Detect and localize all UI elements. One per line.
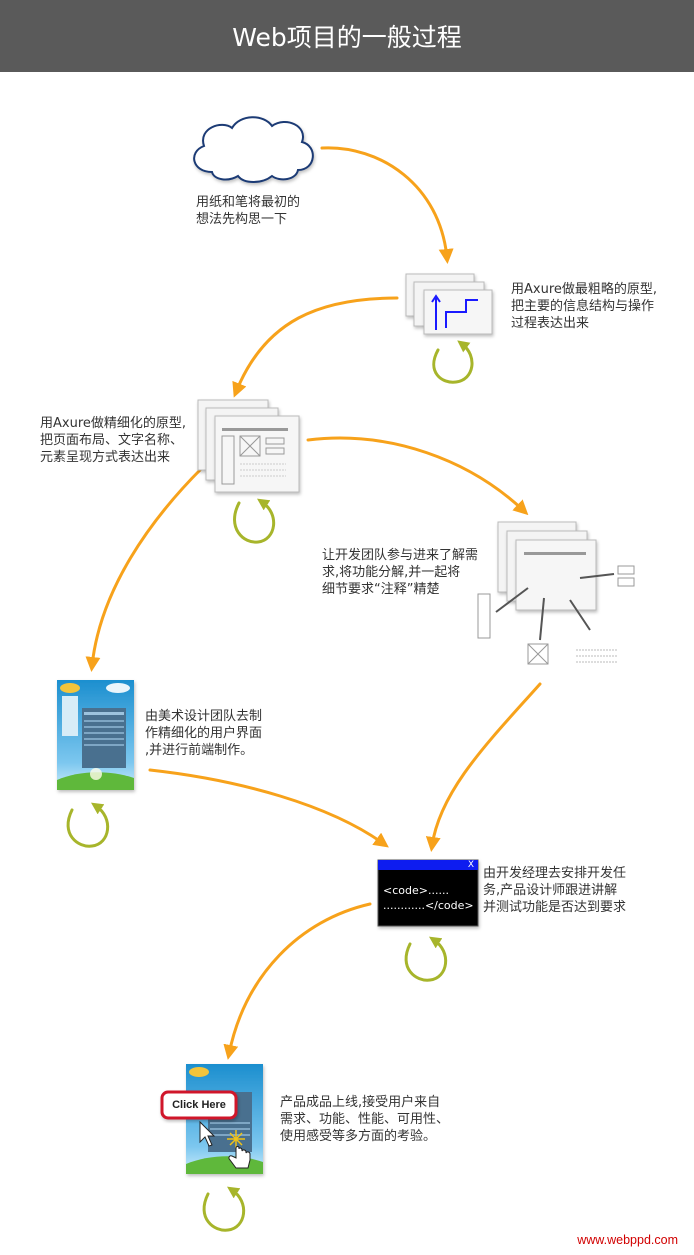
footer-url[interactable]: www.webppd.com (577, 1233, 678, 1247)
hand-cursor-icon (228, 1146, 251, 1169)
arrow-design-to-dev (148, 768, 389, 848)
loop-fine (233, 498, 276, 544)
sparkle-icon (227, 1130, 245, 1148)
step-sketch-text: 用纸和笔将最初的 想法先构思一下 (196, 195, 301, 227)
arrow-annotation-to-dev (425, 682, 542, 852)
code-line-1: <code>...... (383, 884, 449, 897)
arrow-fine-to-annotation (306, 436, 529, 516)
code-line-2: ............</code> (383, 899, 474, 912)
wireframe-layout-icon (197, 399, 300, 493)
arrow-rough-to-fine (232, 296, 399, 398)
code-window-close-icon: X (467, 860, 475, 870)
step-dev-annotation-text: 让开发团队参与进来了解需 求,将功能分解,并一起将 细节要求“注释”精楚 (322, 548, 479, 597)
loop-rough (432, 340, 474, 384)
iteration-loops (66, 340, 474, 1232)
cursor-arrow-icon (199, 1120, 216, 1147)
arrow-fine-to-design (85, 466, 204, 672)
flow-arrows (85, 146, 542, 1060)
click-here-button[interactable]: Click Here (172, 1099, 226, 1111)
click-here-button-shape (160, 1090, 238, 1120)
arrow-dev-to-launch (223, 902, 372, 1060)
annotated-wireframe-icon (477, 521, 635, 665)
wireframe-flow-icon (405, 273, 493, 335)
step-art-design-text: 由美术设计团队去制 作精细化的用户界面 ,并进行前端制作。 (145, 709, 263, 758)
code-window-icon (377, 859, 479, 927)
cloud-icon (193, 116, 314, 183)
step-launch-text: 产品成品上线,接受用户来自 需求、功能、性能、可用性、 使用感受等多方面的考验。 (280, 1095, 450, 1144)
step-fine-prototype-text: 用Axure做精细化的原型, 把页面布局、文字名称、 元素呈现方式表达出来 (40, 416, 187, 465)
header-bar: Web项目的一般过程 (0, 0, 694, 72)
step-rough-prototype-text: 用Axure做最粗略的原型, 把主要的信息结构与操作 过程表达出来 (511, 282, 658, 331)
loop-launch (202, 1186, 246, 1232)
page-title: Web项目的一般过程 (232, 23, 462, 52)
step-development-text: 由开发经理去安排开发任 务,产品设计师跟进讲解 并测试功能是否达到要求 (483, 866, 627, 915)
ui-design-icon (57, 680, 134, 790)
arrow-sketch-to-rough (320, 146, 454, 264)
loop-design (66, 802, 110, 848)
loop-dev (404, 936, 448, 982)
